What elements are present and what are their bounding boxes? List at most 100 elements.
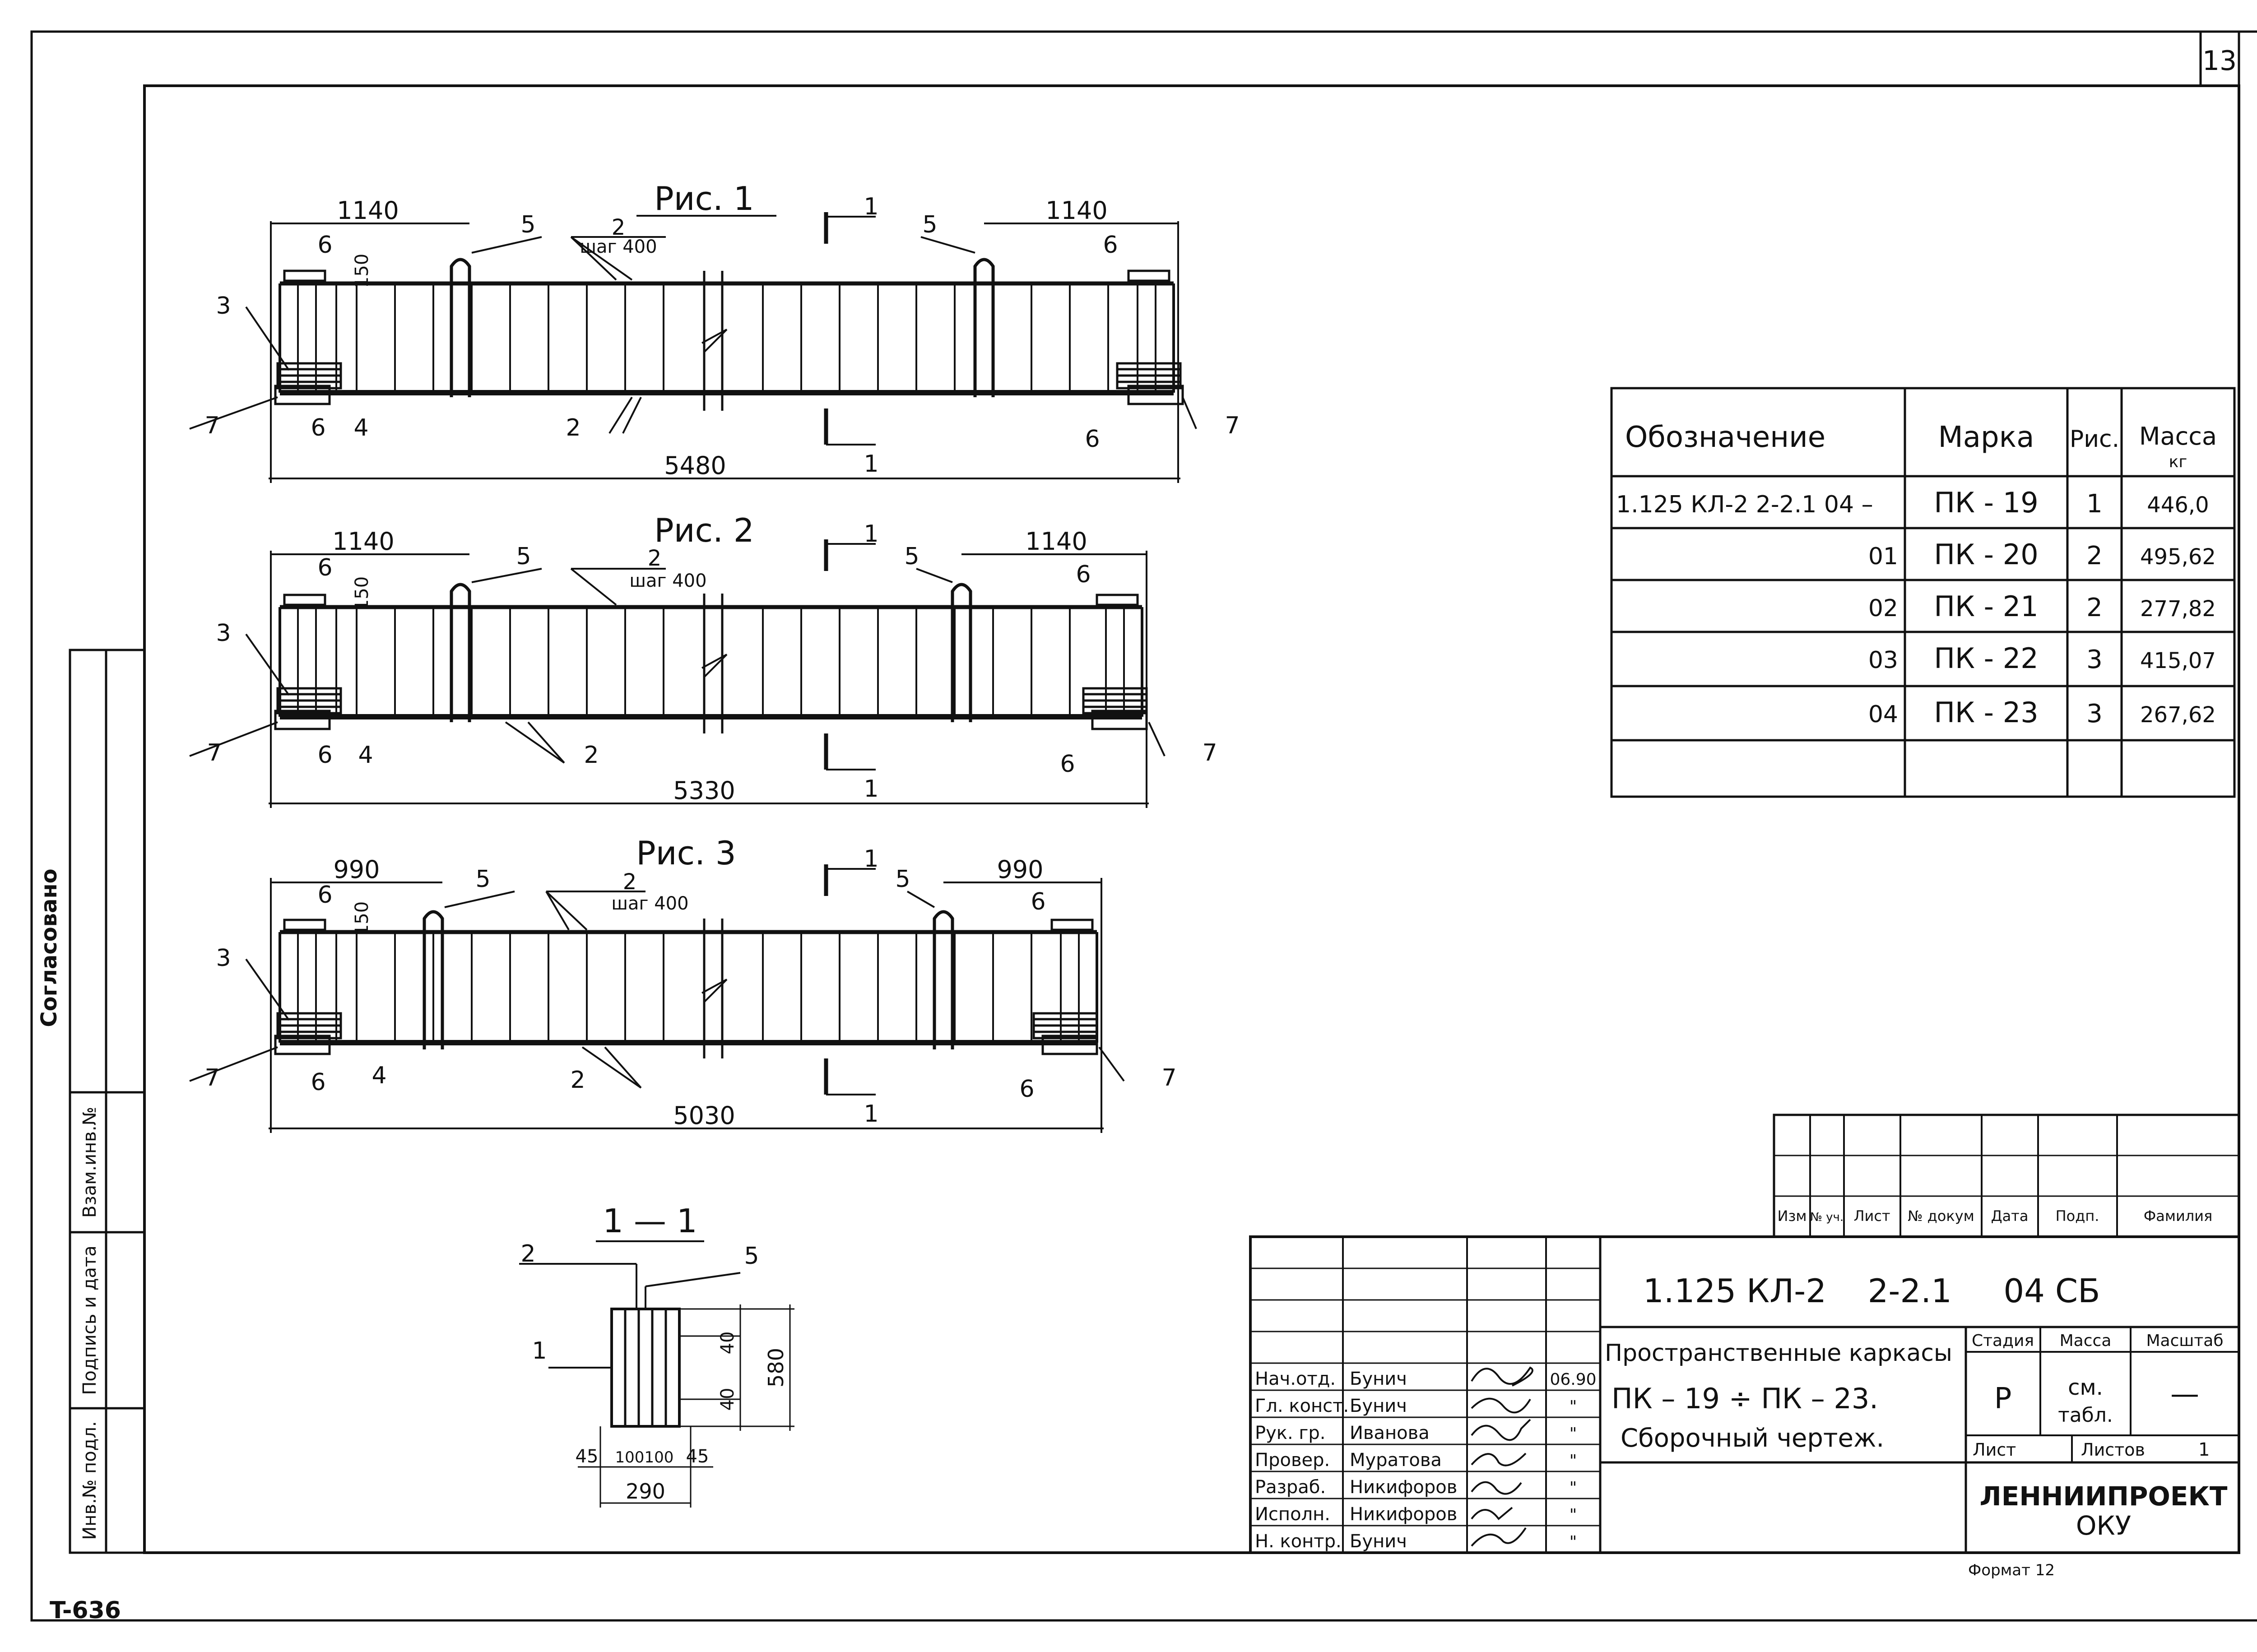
title-block: Изм № уч. Лист № докум Дата Подп. Фамили… [1249,1114,2240,1579]
svg-text:277,82: 277,82 [2140,596,2216,622]
role: Н. контр. [1255,1531,1342,1552]
svg-text:1.125 КЛ-2 2-2.1 04 –: 1.125 КЛ-2 2-2.1 04 – [1616,491,1873,518]
svg-text:3: 3 [2086,645,2103,674]
rev-header: Лист [1853,1207,1890,1225]
table-row: 01 ПК - 20 2 495,62 [1868,538,2216,571]
dim-end-right: 990 [997,855,1043,884]
spec-table: Обозначение Марка Рис. Масса кг 1.125 КЛ… [1610,387,2236,798]
stirrups [297,283,1156,393]
header-mark: Марка [1938,421,2034,454]
title-line-2: ПК – 19 ÷ ПК – 23. [1611,1382,1878,1415]
dim-end-left: 1140 [332,527,394,556]
name: Иванова [1350,1423,1430,1443]
dimension-lines [189,864,1125,1133]
callout-6-bottom-left: 6 [311,414,325,441]
svg-text:1: 1 [2086,489,2103,519]
section-title: 1 — 1 [603,1202,697,1240]
name: Бунич [1350,1531,1407,1552]
sign-date: 06.90 [1550,1370,1596,1389]
rev-header: № докум [1908,1207,1974,1225]
dimension-lines [189,539,1166,808]
cage-outline [279,271,1175,411]
section-dim-40-top: 40 [717,1332,738,1355]
stage-header: Стадия [1972,1332,2034,1350]
section-1-1: 1 — 1 2 5 1 40 40 580 [519,1202,794,1508]
callout-2-bottom: 2 [584,742,599,769]
dim-end-left: 1140 [337,196,399,225]
callout-7-left: 7 [204,412,219,439]
svg-text:": " [1570,1533,1577,1551]
dim-150: 150 [352,254,372,288]
section-label-1: 1 [532,1337,547,1364]
section-mark-bottom: 1 [864,775,878,803]
callout-7-right: 7 [1161,1064,1176,1091]
dim-150: 150 [352,901,372,936]
scale-header: Масштаб [2146,1332,2223,1350]
callout-6-bottom-right: 6 [1085,426,1100,453]
svg-text:ПК - 20: ПК - 20 [1934,538,2038,571]
table-row: 04 ПК - 23 3 267,62 [1868,696,2216,729]
svg-text:2: 2 [2086,593,2103,622]
svg-text:446,0: 446,0 [2147,492,2209,518]
cage-outline [279,919,1098,1058]
rev-header: Изм [1777,1207,1807,1225]
role: Исполн. [1255,1504,1330,1525]
header-designation: Обозначение [1625,421,1825,454]
org-dept: ОКУ [2076,1510,2131,1541]
callout-2-bottom: 2 [570,1067,585,1094]
lifting-loops [423,910,954,1049]
dim-end-right: 1140 [1025,527,1087,556]
rev-header: Дата [1991,1207,2029,1225]
pitch-label: шаг 400 [580,237,657,257]
end-plates [274,919,1098,1055]
name: Бунич [1350,1369,1407,1389]
section-mark-top: 1 [864,520,878,548]
svg-text:267,62: 267,62 [2140,702,2216,728]
callout-7-right: 7 [1202,739,1217,766]
svg-text:04: 04 [1868,701,1898,728]
header-fig: Рис. [2070,426,2119,453]
role: Нач.отд. [1255,1369,1336,1389]
section-dim-290: 290 [626,1479,665,1504]
end-plates [274,594,1148,730]
svg-text:": " [1570,1479,1577,1497]
callout-3: 3 [216,620,231,647]
agreed-label: Согласовано [37,868,62,1027]
callout-5-left: 5 [475,866,490,893]
mass-value-2: табл. [2058,1404,2113,1427]
section-dim-40-bottom: 40 [717,1388,738,1411]
callout-7-right: 7 [1225,412,1240,439]
inv-replace-label: Взам.инв.№ [79,1107,100,1218]
section-mark-bottom: 1 [864,1100,878,1128]
svg-text:03: 03 [1868,647,1898,674]
pitch-label: шаг 400 [611,893,688,914]
svg-text:495,62: 495,62 [2140,544,2216,570]
section-dim-100-right: 100 [645,1448,674,1466]
sheet-label: Лист [1973,1440,2016,1460]
table-row: 02 ПК - 21 2 277,82 [1868,590,2216,623]
header-mass: Масса [2139,422,2217,450]
svg-text:ПК - 19: ПК - 19 [1934,486,2038,519]
svg-text:ПК - 23: ПК - 23 [1934,696,2038,729]
callout-6-top-left: 6 [317,882,332,909]
callout-3: 3 [216,292,231,320]
section-dim-45-right: 45 [686,1446,709,1467]
section-label-5: 5 [744,1243,759,1270]
sheets-label: Листов [2081,1440,2145,1460]
callout-2-bottom: 2 [566,414,581,441]
section-mark-bottom: 1 [864,450,878,478]
callout-7-left: 7 [207,739,222,766]
dim-end-right: 1140 [1045,196,1107,225]
figure-1: Рис. 1 [189,180,1240,483]
svg-text:2: 2 [2086,541,2103,571]
dim-total: 5030 [673,1101,735,1130]
name: Муратова [1350,1450,1442,1471]
signature-rows: Нач.отд. Бунич Гл. конст. Бунич Рук. гр.… [1255,1369,1457,1552]
callout-5-right: 5 [922,211,937,238]
sign-date-label: Подпись и дата [79,1245,100,1395]
callout-5-right: 5 [904,543,919,570]
callout-5-left: 5 [516,543,531,570]
dimension-lines [189,212,1197,483]
figure-2: Рис. 2 [189,511,1217,808]
